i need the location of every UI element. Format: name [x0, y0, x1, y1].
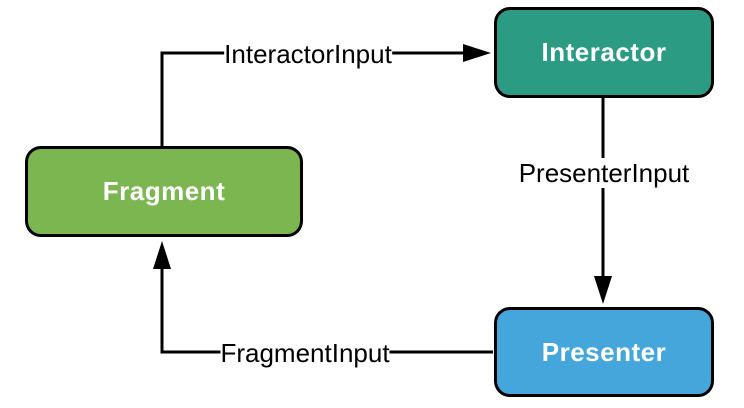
edge-interactor-input-arrowhead: [463, 44, 491, 62]
edge-fragment-input-arrowhead: [153, 241, 171, 269]
edge-label-interactor-input: InteractorInput: [224, 39, 392, 69]
edge-label-fragment-input: FragmentInput: [220, 338, 390, 368]
node-interactor: Interactor: [494, 7, 714, 98]
node-presenter-label: Presenter: [541, 336, 667, 367]
node-interactor-label: Interactor: [541, 37, 667, 67]
edge-label-presenter-input: PresenterInput: [518, 158, 690, 188]
node-fragment: Fragment: [25, 146, 303, 237]
node-fragment-label: Fragment: [102, 176, 226, 206]
node-presenter: Presenter: [494, 307, 714, 397]
edge-presenter-input-arrowhead: [594, 276, 612, 304]
